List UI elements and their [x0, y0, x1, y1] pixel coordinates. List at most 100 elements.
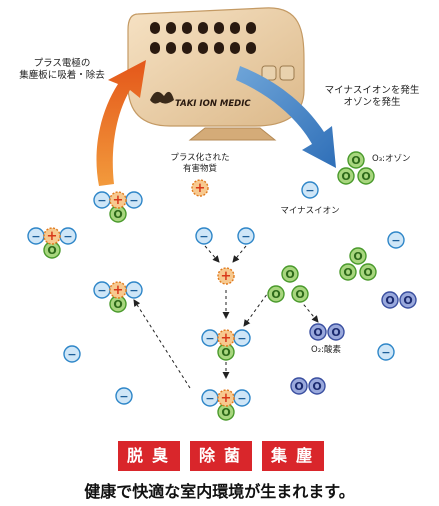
ozone-o-symbol: O	[271, 288, 280, 301]
flow-arrow	[133, 299, 191, 389]
device-vent	[150, 42, 160, 54]
harmful-substance: +	[191, 179, 209, 197]
device-vent	[182, 22, 192, 34]
harmful-substance: +	[217, 267, 235, 285]
captured-cluster-o-symbol: O	[113, 208, 122, 221]
oxygen-o-symbol: O	[313, 326, 322, 339]
harmful-substance-symbol: +	[221, 269, 232, 284]
minus-ion: −	[63, 345, 81, 363]
captured-cluster-o-symbol: O	[113, 298, 122, 311]
device-indicator	[279, 65, 295, 81]
reacting-cluster-minus: −	[233, 329, 251, 347]
minus-ion: −	[387, 231, 405, 249]
minus-ion-symbol: −	[67, 348, 76, 361]
ozone-o: O	[347, 151, 365, 169]
flow-arrow	[299, 299, 319, 323]
ozone-o: O	[357, 167, 375, 185]
ozone-o-symbol: O	[295, 288, 304, 301]
captured-cluster-minus-symbol: −	[129, 284, 138, 297]
device-vent	[166, 42, 176, 54]
label-minus-ion-ozone-line2: オゾンを発生	[343, 96, 401, 108]
captured-cluster-minus-symbol: −	[129, 194, 138, 207]
ozone-o: O	[339, 263, 357, 281]
minus-ion: −	[115, 387, 133, 405]
ozone-o: O	[267, 285, 285, 303]
oxygen-o: O	[309, 323, 327, 341]
tagline: 健康で快適な室内環境が生まれます。	[84, 482, 355, 501]
captured-cluster-minus: −	[125, 191, 143, 209]
ozone-o: O	[349, 247, 367, 265]
oxygen-o-symbol: O	[331, 326, 340, 339]
device-vent	[150, 22, 160, 34]
oxygen-o-symbol: O	[294, 380, 303, 393]
minus-ion: −	[237, 227, 255, 245]
ozone-o: O	[359, 263, 377, 281]
ozone-o-symbol: O	[351, 154, 360, 167]
reacting-cluster-plus: +	[217, 389, 235, 407]
device-vent	[198, 22, 208, 34]
badge-sterilize: 除菌	[190, 441, 252, 471]
device-vent	[230, 22, 240, 34]
minus-ion: −	[377, 343, 395, 361]
minus-ion-symbol: −	[391, 234, 400, 247]
ozone-o: O	[291, 285, 309, 303]
captured-cluster-minus-symbol: −	[31, 230, 40, 243]
label-minus-ion: マイナスイオン	[280, 206, 339, 216]
oxygen-o: O	[381, 291, 399, 309]
device-vent	[246, 42, 256, 54]
captured-cluster-o: O	[109, 205, 127, 223]
device-vent	[246, 22, 256, 34]
captured-cluster-minus-symbol: −	[63, 230, 72, 243]
device-vents	[150, 22, 256, 54]
flow-arrow	[243, 289, 271, 327]
device-button[interactable]	[261, 65, 277, 81]
minus-ion-symbol: −	[199, 230, 208, 243]
captured-cluster-plus-symbol: +	[47, 229, 58, 244]
captured-cluster-plus: +	[43, 227, 61, 245]
ozone-o-symbol: O	[353, 250, 362, 263]
reacting-cluster-minus: −	[201, 329, 219, 347]
captured-cluster-minus-symbol: −	[97, 194, 106, 207]
brand-logo: TAKI ION MEDIC	[150, 91, 251, 109]
flow-arrow	[232, 245, 247, 263]
reacting-cluster-minus-symbol: −	[237, 332, 246, 345]
device-vent	[166, 22, 176, 34]
label-plus-electrode-line1: プラス電極の	[34, 57, 91, 69]
captured-cluster-minus: −	[125, 281, 143, 299]
oxygen-o: O	[399, 291, 417, 309]
ozone-o-symbol: O	[341, 170, 350, 183]
reacting-cluster-plus-symbol: +	[221, 331, 232, 346]
reacting-cluster-minus-symbol: −	[237, 392, 246, 405]
badge-dust-collect: 集塵	[262, 441, 324, 471]
reacting-cluster-minus-symbol: −	[205, 332, 214, 345]
label-plus-electrode-line2: 集塵板に吸着・除去	[19, 69, 105, 81]
flow-arrow	[204, 245, 220, 263]
ozone-o: O	[337, 167, 355, 185]
captured-cluster-plus-symbol: +	[113, 283, 124, 298]
captured-cluster-plus: +	[109, 281, 127, 299]
captured-cluster-plus: +	[109, 191, 127, 209]
minus-ion: −	[195, 227, 213, 245]
captured-cluster-o-symbol: O	[47, 244, 56, 257]
minus-ion-symbol: −	[381, 346, 390, 359]
captured-cluster-plus-symbol: +	[113, 193, 124, 208]
reacting-cluster-plus: +	[217, 329, 235, 347]
device-vent	[214, 22, 224, 34]
brand-name: TAKI ION MEDIC	[175, 99, 251, 109]
reacting-cluster-minus: −	[201, 389, 219, 407]
minus-ion: −	[301, 181, 319, 199]
ozone-o-symbol: O	[343, 266, 352, 279]
captured-cluster-minus: −	[27, 227, 45, 245]
minus-ion-symbol: −	[119, 390, 128, 403]
label-oxygen: O₂:酸素	[311, 344, 341, 355]
device-vent	[198, 42, 208, 54]
captured-cluster-minus: −	[93, 281, 111, 299]
harmful-substance-symbol: +	[195, 181, 206, 196]
orange-arrow	[96, 60, 146, 186]
device-vent	[182, 42, 192, 54]
badge-deodorize: 脱臭	[118, 441, 180, 471]
ozone-o: O	[281, 265, 299, 283]
ozone-o-symbol: O	[285, 268, 294, 281]
